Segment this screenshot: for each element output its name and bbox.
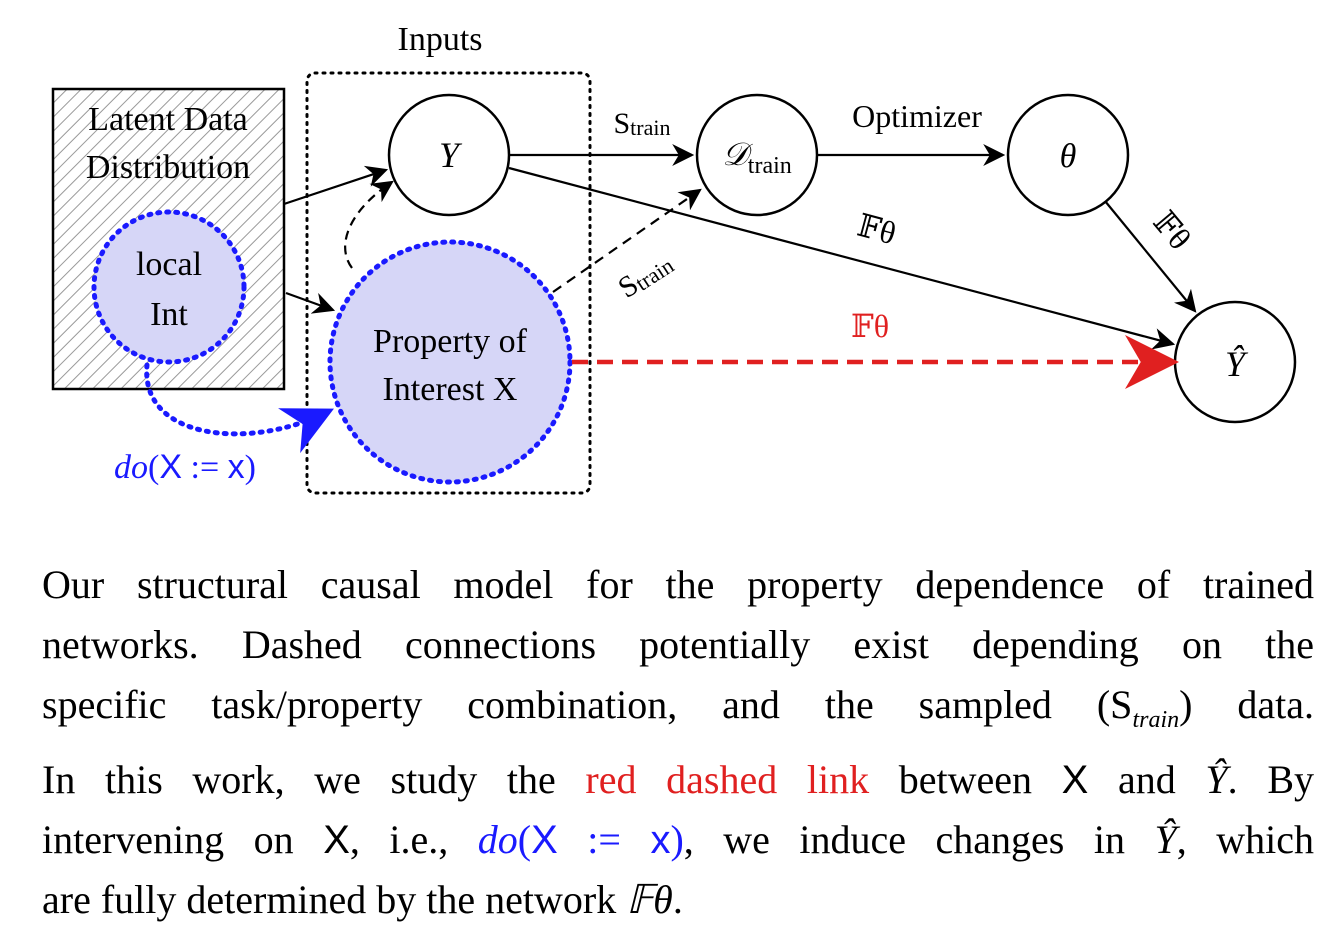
local-node-line2: Int	[150, 296, 188, 333]
caption-line-3: specific task/property combination, and …	[42, 682, 1314, 733]
caption-line-5: intervening on X, i.e., do(X := x), we i…	[42, 817, 1315, 862]
caption-line-6: are fully determined by the network 𝔽θ.	[42, 877, 683, 922]
f-theta-red-label: 𝔽θ	[851, 308, 889, 344]
s-train-diag-label: Strain	[612, 246, 678, 305]
edge-y-property-dashed	[353, 182, 392, 268]
inputs-label: Inputs	[398, 21, 483, 58]
f-theta-diag-label: 𝔽θ	[854, 207, 900, 252]
figure-caption: Our structural causal model for the prop…	[42, 555, 1314, 930]
property-node-line1: Property of	[373, 323, 528, 360]
edge-latent-to-y	[283, 165, 389, 206]
latent-box-line2: Distribution	[86, 149, 250, 186]
s-train-top-label: Strain	[613, 107, 670, 140]
caption-line-1: Our structural causal model for the prop…	[42, 562, 1314, 607]
do-intervention-label: do(X := x)	[114, 448, 256, 486]
edge-do-intervention	[144, 362, 334, 454]
caption-line-2: networks. Dashed connections potentially…	[42, 622, 1314, 667]
optimizer-label: Optimizer	[852, 98, 982, 134]
edge-latent-to-property	[285, 291, 336, 314]
property-node-line2: Interest X	[382, 371, 517, 408]
theta-node-label: θ	[1060, 138, 1077, 175]
caption-line-4: In this work, we study the red dashed li…	[42, 757, 1315, 802]
f-theta-vert-label: 𝔽θ	[1146, 204, 1198, 256]
local-node-line1: local	[136, 246, 202, 283]
edge-y-to-y-hat	[508, 166, 1176, 350]
local-int-node	[91, 209, 247, 365]
property-of-interest-node	[327, 239, 573, 485]
red-dashed-link-text: red dashed link	[585, 757, 870, 802]
inputs-group-box	[305, 71, 592, 495]
causal-diagram: Inputs Latent Data Distribution local In…	[51, 21, 1297, 495]
y-node-label: Y	[439, 135, 463, 175]
edge-theta-to-y-hat	[1104, 200, 1197, 313]
edge-property-y-dashed	[344, 180, 394, 269]
theta-node	[1006, 93, 1130, 217]
latent-box-line1: Latent Data	[88, 101, 248, 138]
edge-property-to-d-train-dashed	[552, 188, 702, 293]
y-hat-node-label: Ŷ	[1225, 344, 1249, 384]
